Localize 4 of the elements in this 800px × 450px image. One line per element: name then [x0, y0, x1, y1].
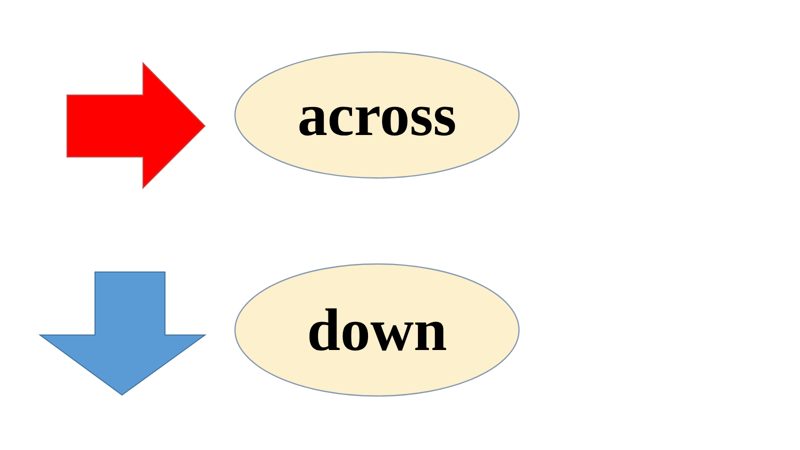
node-label: across	[298, 85, 456, 145]
oval-node	[234, 263, 520, 397]
oval-node	[234, 51, 520, 179]
node-label: down	[306, 300, 448, 360]
